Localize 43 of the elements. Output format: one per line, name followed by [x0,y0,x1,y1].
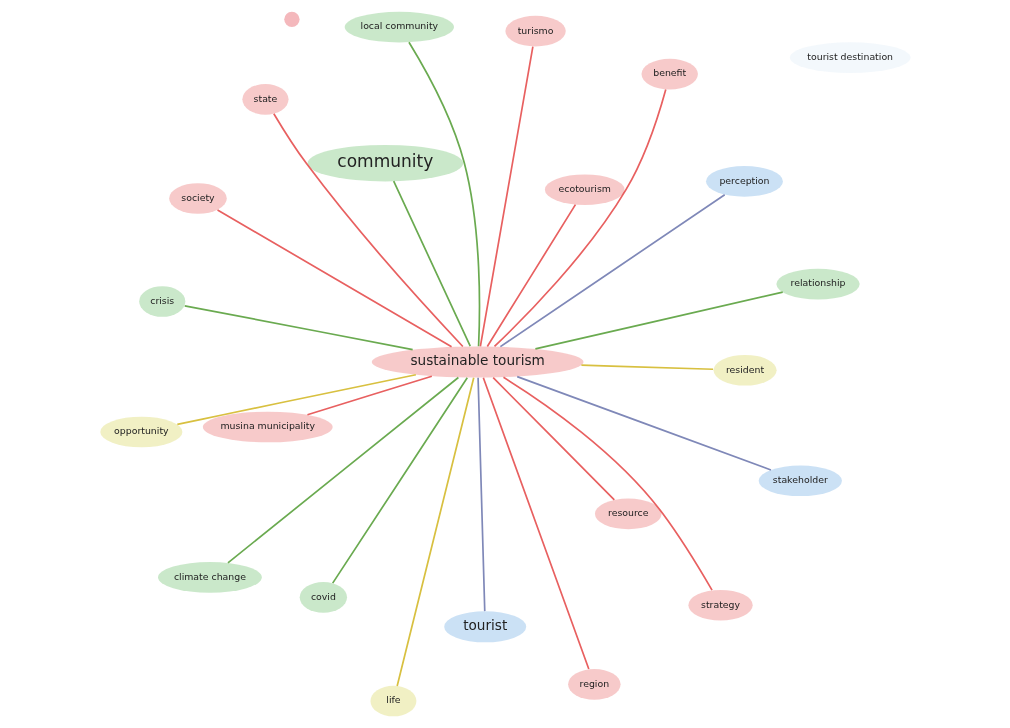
node-ellipse: community [307,144,463,182]
connector [226,376,459,564]
node-ellipse: society [168,183,227,214]
node-ellipse: resident [713,354,777,386]
node-ellipse: resource [594,498,662,530]
node-ellipse: opportunity [99,416,182,448]
node-ellipse: local community [344,11,454,43]
connector [395,376,475,687]
node-ellipse: relationship [775,268,860,300]
connector [306,375,433,416]
connector [482,376,590,670]
connector [491,376,615,501]
connector [476,376,486,612]
node-ellipse: stakeholder [758,465,842,497]
node-ellipse: climate change [157,562,262,593]
connector [479,45,534,348]
connector [534,291,784,350]
connector [502,376,713,592]
connector [331,377,468,584]
connector [392,180,471,347]
connector [493,88,667,348]
connector [183,304,414,351]
node-ellipse: crisis [138,286,185,317]
connector [485,203,576,348]
node-ellipse: perception [705,166,783,197]
node-ellipse: turismo [504,15,566,47]
connector [407,41,480,348]
connector [580,364,714,371]
connector [515,375,772,471]
connector [175,373,417,426]
node-ellipse: region [567,669,621,700]
node-ellipse: state [241,84,289,115]
node-ellipse: tourist [443,611,526,643]
node-ellipse: ecotourism [544,174,625,206]
node-ellipse: life [369,685,416,717]
node-ellipse: sustainable tourism [371,346,583,378]
node-ellipse: covid [299,582,347,613]
node-ellipse: musina municipality [202,411,333,443]
node-circle [283,11,300,27]
connector [499,193,726,348]
node-ellipse: benefit [641,58,698,90]
node-ellipse: strategy [687,589,753,621]
connector [216,209,452,348]
